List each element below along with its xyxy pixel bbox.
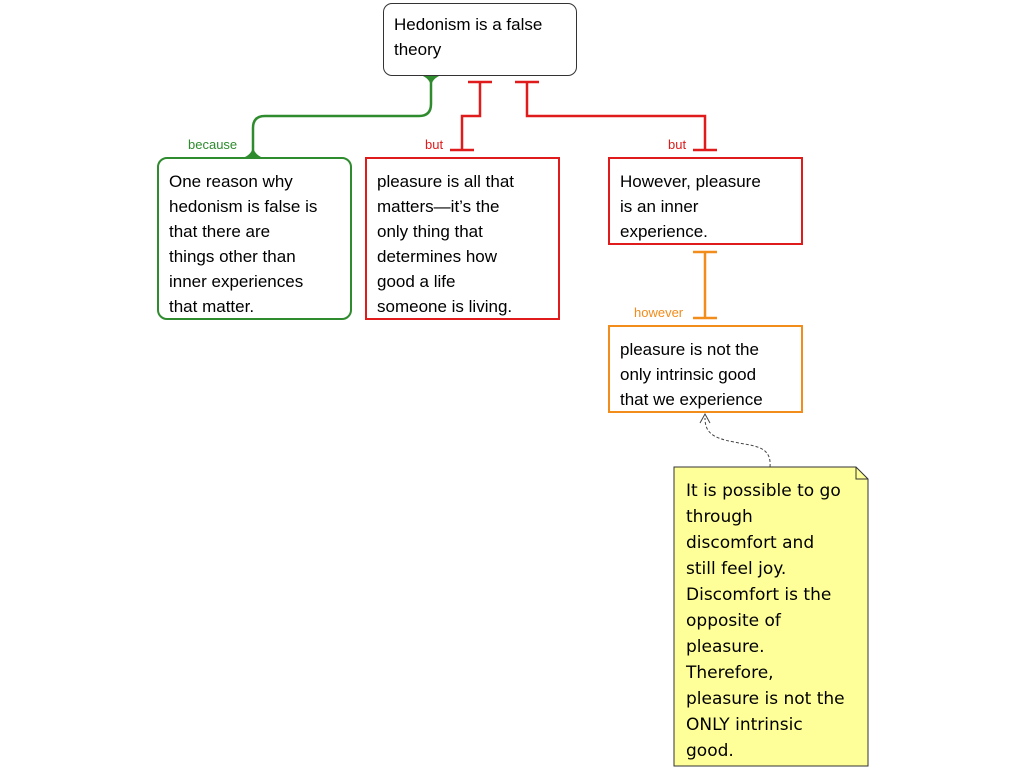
note-fold-corner — [855, 467, 868, 480]
note-shape[interactable] — [673, 466, 869, 767]
objection-2-connector[interactable] — [525, 82, 707, 150]
note-connector-arrowhead-icon — [699, 412, 711, 424]
rebuttal-box[interactable]: pleasure is not the only intrinsic good … — [608, 325, 803, 413]
support-connector[interactable] — [251, 76, 433, 157]
support-connector-bottom-bulb — [245, 145, 261, 157]
note-connector[interactable] — [704, 417, 771, 468]
objection-box-2[interactable]: However, pleasure is an inner experience… — [608, 157, 803, 245]
but-label-2: but — [668, 137, 687, 152]
main-claim-box[interactable]: Hedonism is a false theory — [383, 3, 577, 76]
objection-box-1[interactable]: pleasure is all that matters—it’s the on… — [365, 157, 560, 320]
reason-box[interactable]: One reason why hedonism is false is that… — [157, 157, 352, 320]
note-text: It is possible to go through discomfort … — [686, 481, 845, 761]
but-label-1: but — [425, 137, 444, 152]
support-connector-top-bulb — [423, 76, 439, 88]
because-label: because — [188, 137, 238, 152]
objection-1-connector[interactable] — [460, 82, 482, 150]
however-label: however — [634, 305, 684, 320]
